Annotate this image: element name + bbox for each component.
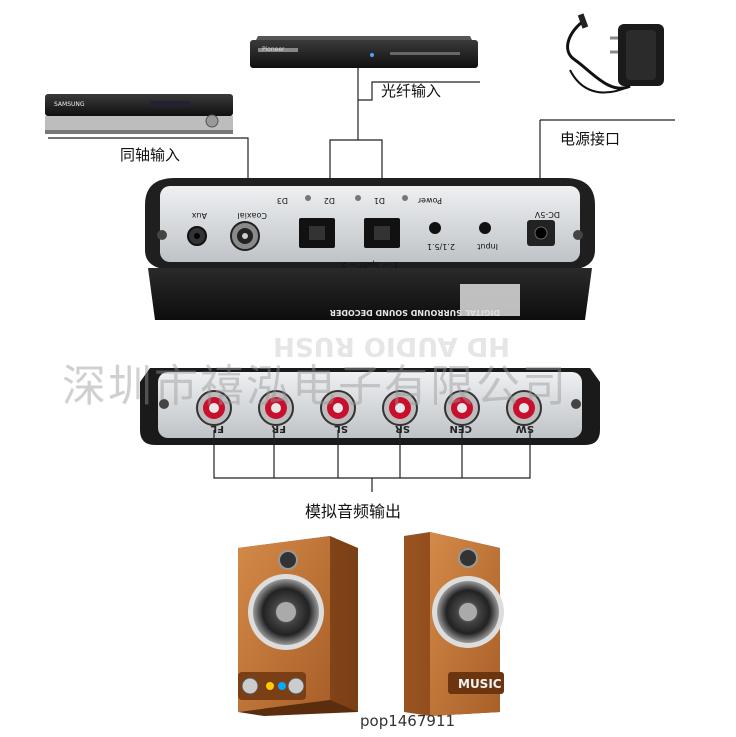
rca-jacks xyxy=(196,390,542,426)
panel-label-d3: D3 xyxy=(277,196,288,205)
speaker-right: MUSIC xyxy=(404,532,504,716)
panel-label-dc: DC-5V xyxy=(534,210,560,219)
rca-jack-pin xyxy=(519,403,529,413)
front-title: HD AUDIO RUSH xyxy=(273,331,510,361)
blu-ray-player-top: Pioneer xyxy=(250,36,478,68)
panel-label-d1: D1 xyxy=(374,196,385,205)
rca-jack-pin xyxy=(271,403,281,413)
channel-label-sl: SL xyxy=(334,423,348,434)
panel-label-aux: Aux xyxy=(191,211,207,220)
channel-label-fr: FR xyxy=(271,423,286,434)
speaker-badge: MUSIC xyxy=(458,677,502,691)
rca-jack-pin xyxy=(457,403,467,413)
connector-lines-bottom xyxy=(213,430,531,492)
panel-label-power: Power xyxy=(417,196,442,205)
rca-jack-pin xyxy=(209,403,219,413)
front-subtitle: DIGITAL SURROUND SOUND DECODER xyxy=(330,308,500,317)
left-player-brand: SAMSUNG xyxy=(54,101,85,108)
channel-label-fl: FL xyxy=(210,423,224,434)
panel-label-mode: 2.1/5.1 xyxy=(427,242,455,251)
audio-decoder: Aux Coaxial D3 D2 D1 Power 2.1/5.1 Input… xyxy=(140,178,600,445)
panel-label-d2: D2 xyxy=(324,196,335,205)
power-adapter xyxy=(566,13,664,94)
blu-ray-player-left: SAMSUNG xyxy=(45,94,233,134)
panel-label-spdif: 1 — Spdif — 2 xyxy=(341,260,398,269)
label-coaxial-input: 同轴输入 xyxy=(120,146,181,164)
footer-id: pop1467911 xyxy=(360,712,456,730)
label-analog-output: 模拟音频输出 xyxy=(305,502,402,521)
channel-label-sr: SR xyxy=(395,423,410,434)
channel-label-cen: CEN xyxy=(449,423,472,434)
speaker-left xyxy=(238,536,358,716)
label-optical-input: 光纤输入 xyxy=(381,82,442,100)
channel-label-sw: SW xyxy=(516,423,534,434)
watermark-text: 深圳市禧泓电子有限公司 xyxy=(62,361,568,412)
channel-labels: FL FR SL SR CEN SW xyxy=(210,423,534,434)
panel-label-coaxial: Coaxial xyxy=(238,211,267,220)
top-player-brand: Pioneer xyxy=(262,46,285,53)
rca-jack-pin xyxy=(333,403,343,413)
label-power-port: 电源接口 xyxy=(560,130,621,148)
panel-label-input: Input xyxy=(477,242,498,251)
rca-jack-pin xyxy=(395,403,405,413)
